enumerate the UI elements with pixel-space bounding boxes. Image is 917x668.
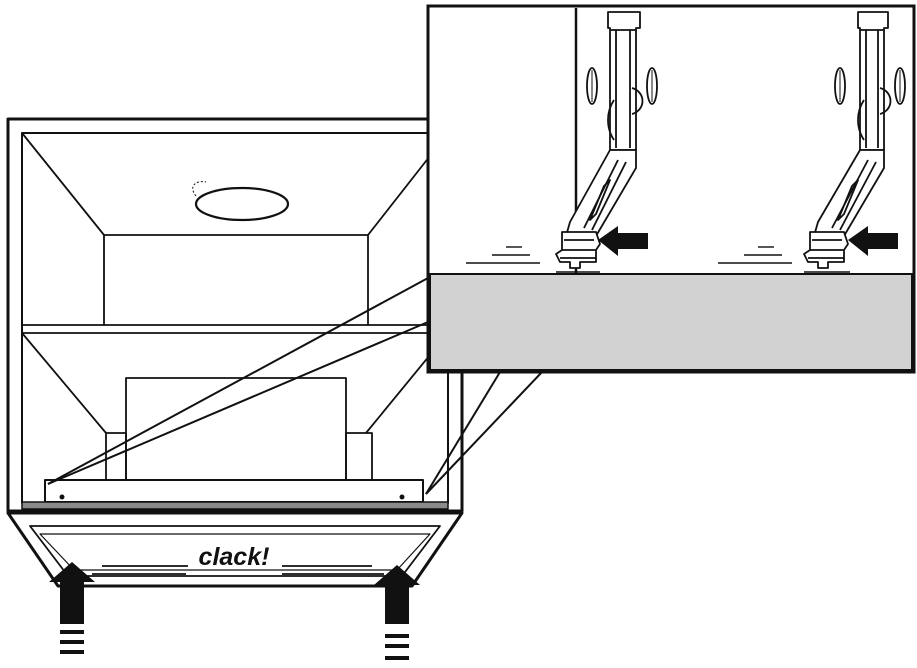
arrow-up-icon: [49, 562, 95, 654]
cabinet: [6, 117, 464, 513]
mounting-bracket: [803, 11, 906, 269]
filter-rail: [21, 501, 449, 510]
zoom-callout-lines: [47, 277, 543, 495]
mounting-bracket: [555, 11, 658, 269]
inset-gray-panel: [429, 273, 913, 371]
filter-ledge: [44, 479, 424, 503]
upper-compartment: [21, 132, 449, 325]
exhaust-opening: [194, 186, 290, 222]
cabinet-outer-frame: [6, 117, 464, 513]
arrow-left-icon: [848, 226, 898, 256]
middle-shelf: [22, 324, 448, 334]
arrow-up-icon: [374, 565, 420, 660]
arrow-left-icon: [598, 226, 648, 256]
detail-inset: [426, 4, 916, 374]
clack-label: clack!: [199, 543, 270, 571]
lower-compartment: [21, 332, 449, 481]
